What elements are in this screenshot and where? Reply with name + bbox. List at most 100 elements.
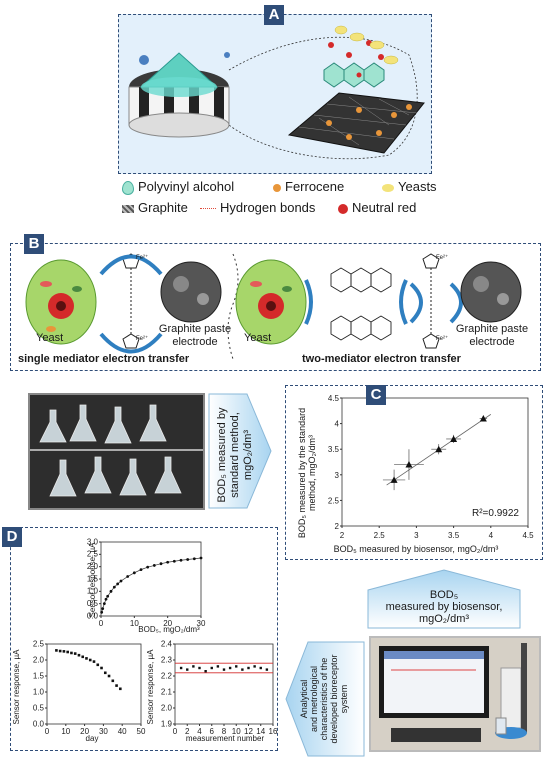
d2-y-tick-label: 2.5 [33, 639, 45, 648]
d1-data-point [100, 610, 104, 614]
arrow-bod-biosensor-text: BOD₅ measured by biosensor, mgO₂/dm³ [385, 589, 503, 625]
d1-data-point [152, 564, 156, 567]
legend-neutral-red: Neutral red [338, 200, 416, 215]
d3-data-point [179, 666, 183, 670]
d1-y-tick-label: 0.0 [87, 611, 99, 620]
d3-x-tick-label: 2 [185, 727, 190, 736]
neutral-red-structure-bottom [330, 315, 392, 341]
d1-data-point [179, 558, 183, 562]
d2-x-tick-label: 0 [45, 727, 50, 736]
d1-x-tick-label: 10 [130, 619, 139, 628]
c-y-tick-label: 3 [335, 471, 340, 480]
c-y-tick-label: 3.5 [328, 445, 340, 454]
d3-data-point [241, 668, 244, 671]
d3-x-tick-label: 12 [244, 727, 253, 736]
d2-y-tick-label: 0.5 [33, 703, 45, 712]
d2-data-point [77, 653, 81, 657]
d1-y-tick-label: 2.5 [87, 550, 99, 559]
lab-photo [369, 636, 541, 752]
d3-x-tick-label: 0 [173, 727, 178, 736]
d3-x-tick-label: 10 [232, 727, 241, 736]
d1-data-point [199, 556, 203, 560]
caption-two-mediator: two-mediator electron transfer [302, 353, 461, 365]
graphite-electrode-right [460, 261, 522, 323]
d1-data-point [139, 568, 143, 572]
hydrogen-bond-line-icon [200, 208, 216, 210]
d1-data-point [101, 607, 105, 610]
d2-data-point [88, 658, 92, 662]
c-y-tick-label: 4.5 [328, 394, 340, 403]
d3-data-point [204, 670, 207, 673]
d3-xlabel: measurement number [185, 734, 265, 743]
arrow-bod-standard [208, 393, 272, 509]
d3-y-tick-label: 1.9 [161, 719, 173, 728]
panel-c-annotation: R²=0.9922 [472, 508, 519, 519]
c-x-tick-label: 4 [489, 531, 494, 540]
caption-single-mediator: single mediator electron transfer [18, 353, 190, 365]
panel-a-illustration [128, 25, 425, 160]
neutral-red-dot-icon [338, 203, 348, 214]
d3-plot-frame [174, 643, 274, 725]
d2-data-point [62, 650, 66, 653]
d2-data-point [119, 687, 122, 691]
c-x-tick-label: 3 [414, 531, 419, 540]
c-x-tick-label: 2 [340, 531, 345, 540]
d2-data-point [103, 671, 107, 675]
panel-c-ylabel: BOD₅ measured by the standard method, mg… [297, 407, 317, 539]
zoom-connector [228, 36, 418, 160]
flasks-illustration [30, 395, 203, 508]
arrow-from-electrode-left [99, 332, 163, 354]
panel-d-badge: D [2, 527, 22, 547]
d2-x-tick-label: 20 [80, 727, 89, 736]
d2-xlabel: day [85, 734, 99, 743]
fe-label-left-top: Fe²⁺ [136, 255, 149, 261]
arrow-bod-standard-text: BOD₅ measured by standard method, mgO₂/d… [216, 407, 254, 503]
electrode-label-right: Graphite paste electrode [455, 323, 529, 348]
d1-data-point [146, 565, 150, 569]
d2-data-point [107, 674, 111, 678]
d1-ylabel: Sensor response, µA [88, 542, 97, 618]
c-data-point [435, 445, 443, 453]
neutral-red-molecule [323, 62, 385, 88]
d3-data-point [216, 665, 220, 668]
d2-plot-frame [46, 643, 142, 725]
arrow-analytical-text: Analytical and metrological characterist… [299, 654, 349, 744]
d2-x-tick-label: 30 [99, 727, 108, 736]
panel-b-badge: B [24, 234, 44, 254]
panel-b [10, 243, 541, 371]
d1-data-point [192, 557, 196, 561]
d1-data-point [106, 594, 110, 598]
panel-c-badge: C [366, 385, 386, 405]
arrow-bod-biosensor [367, 569, 521, 629]
d2-y-tick-label: 1.0 [33, 687, 45, 696]
d2-y-tick-label: 1.5 [33, 671, 45, 680]
d1-data-point [186, 558, 190, 561]
d1-x-tick-label: 20 [163, 619, 172, 628]
d3-data-point [186, 668, 189, 671]
d1-data-point [172, 559, 176, 563]
d3-x-tick-label: 4 [197, 727, 202, 736]
lab-setup-illustration [371, 638, 539, 750]
c-x-tick-label: 2.5 [374, 531, 386, 540]
electrode-label-left: Graphite paste electrode [158, 323, 232, 348]
d1-data-point [132, 571, 136, 575]
d1-data-point [119, 579, 123, 583]
d1-data-point [116, 582, 120, 586]
d1-y-tick-label: 2.0 [87, 562, 99, 571]
d2-y-tick-label: 0.0 [33, 719, 45, 728]
arrow-analytical [285, 641, 365, 757]
d1-data-point [109, 589, 113, 593]
d2-data-point [100, 666, 103, 670]
d1-y-tick-label: 3.0 [87, 537, 99, 546]
droplet-icon [139, 55, 149, 65]
panel-c-xlabel: BOD₅ measured by biosensor, mgO₂/dm³ [333, 544, 499, 554]
d3-data-point [228, 666, 232, 670]
section-separator [227, 253, 239, 360]
d2-data-point [58, 649, 62, 653]
c-data-point [479, 414, 487, 422]
d1-data-point [126, 575, 130, 578]
